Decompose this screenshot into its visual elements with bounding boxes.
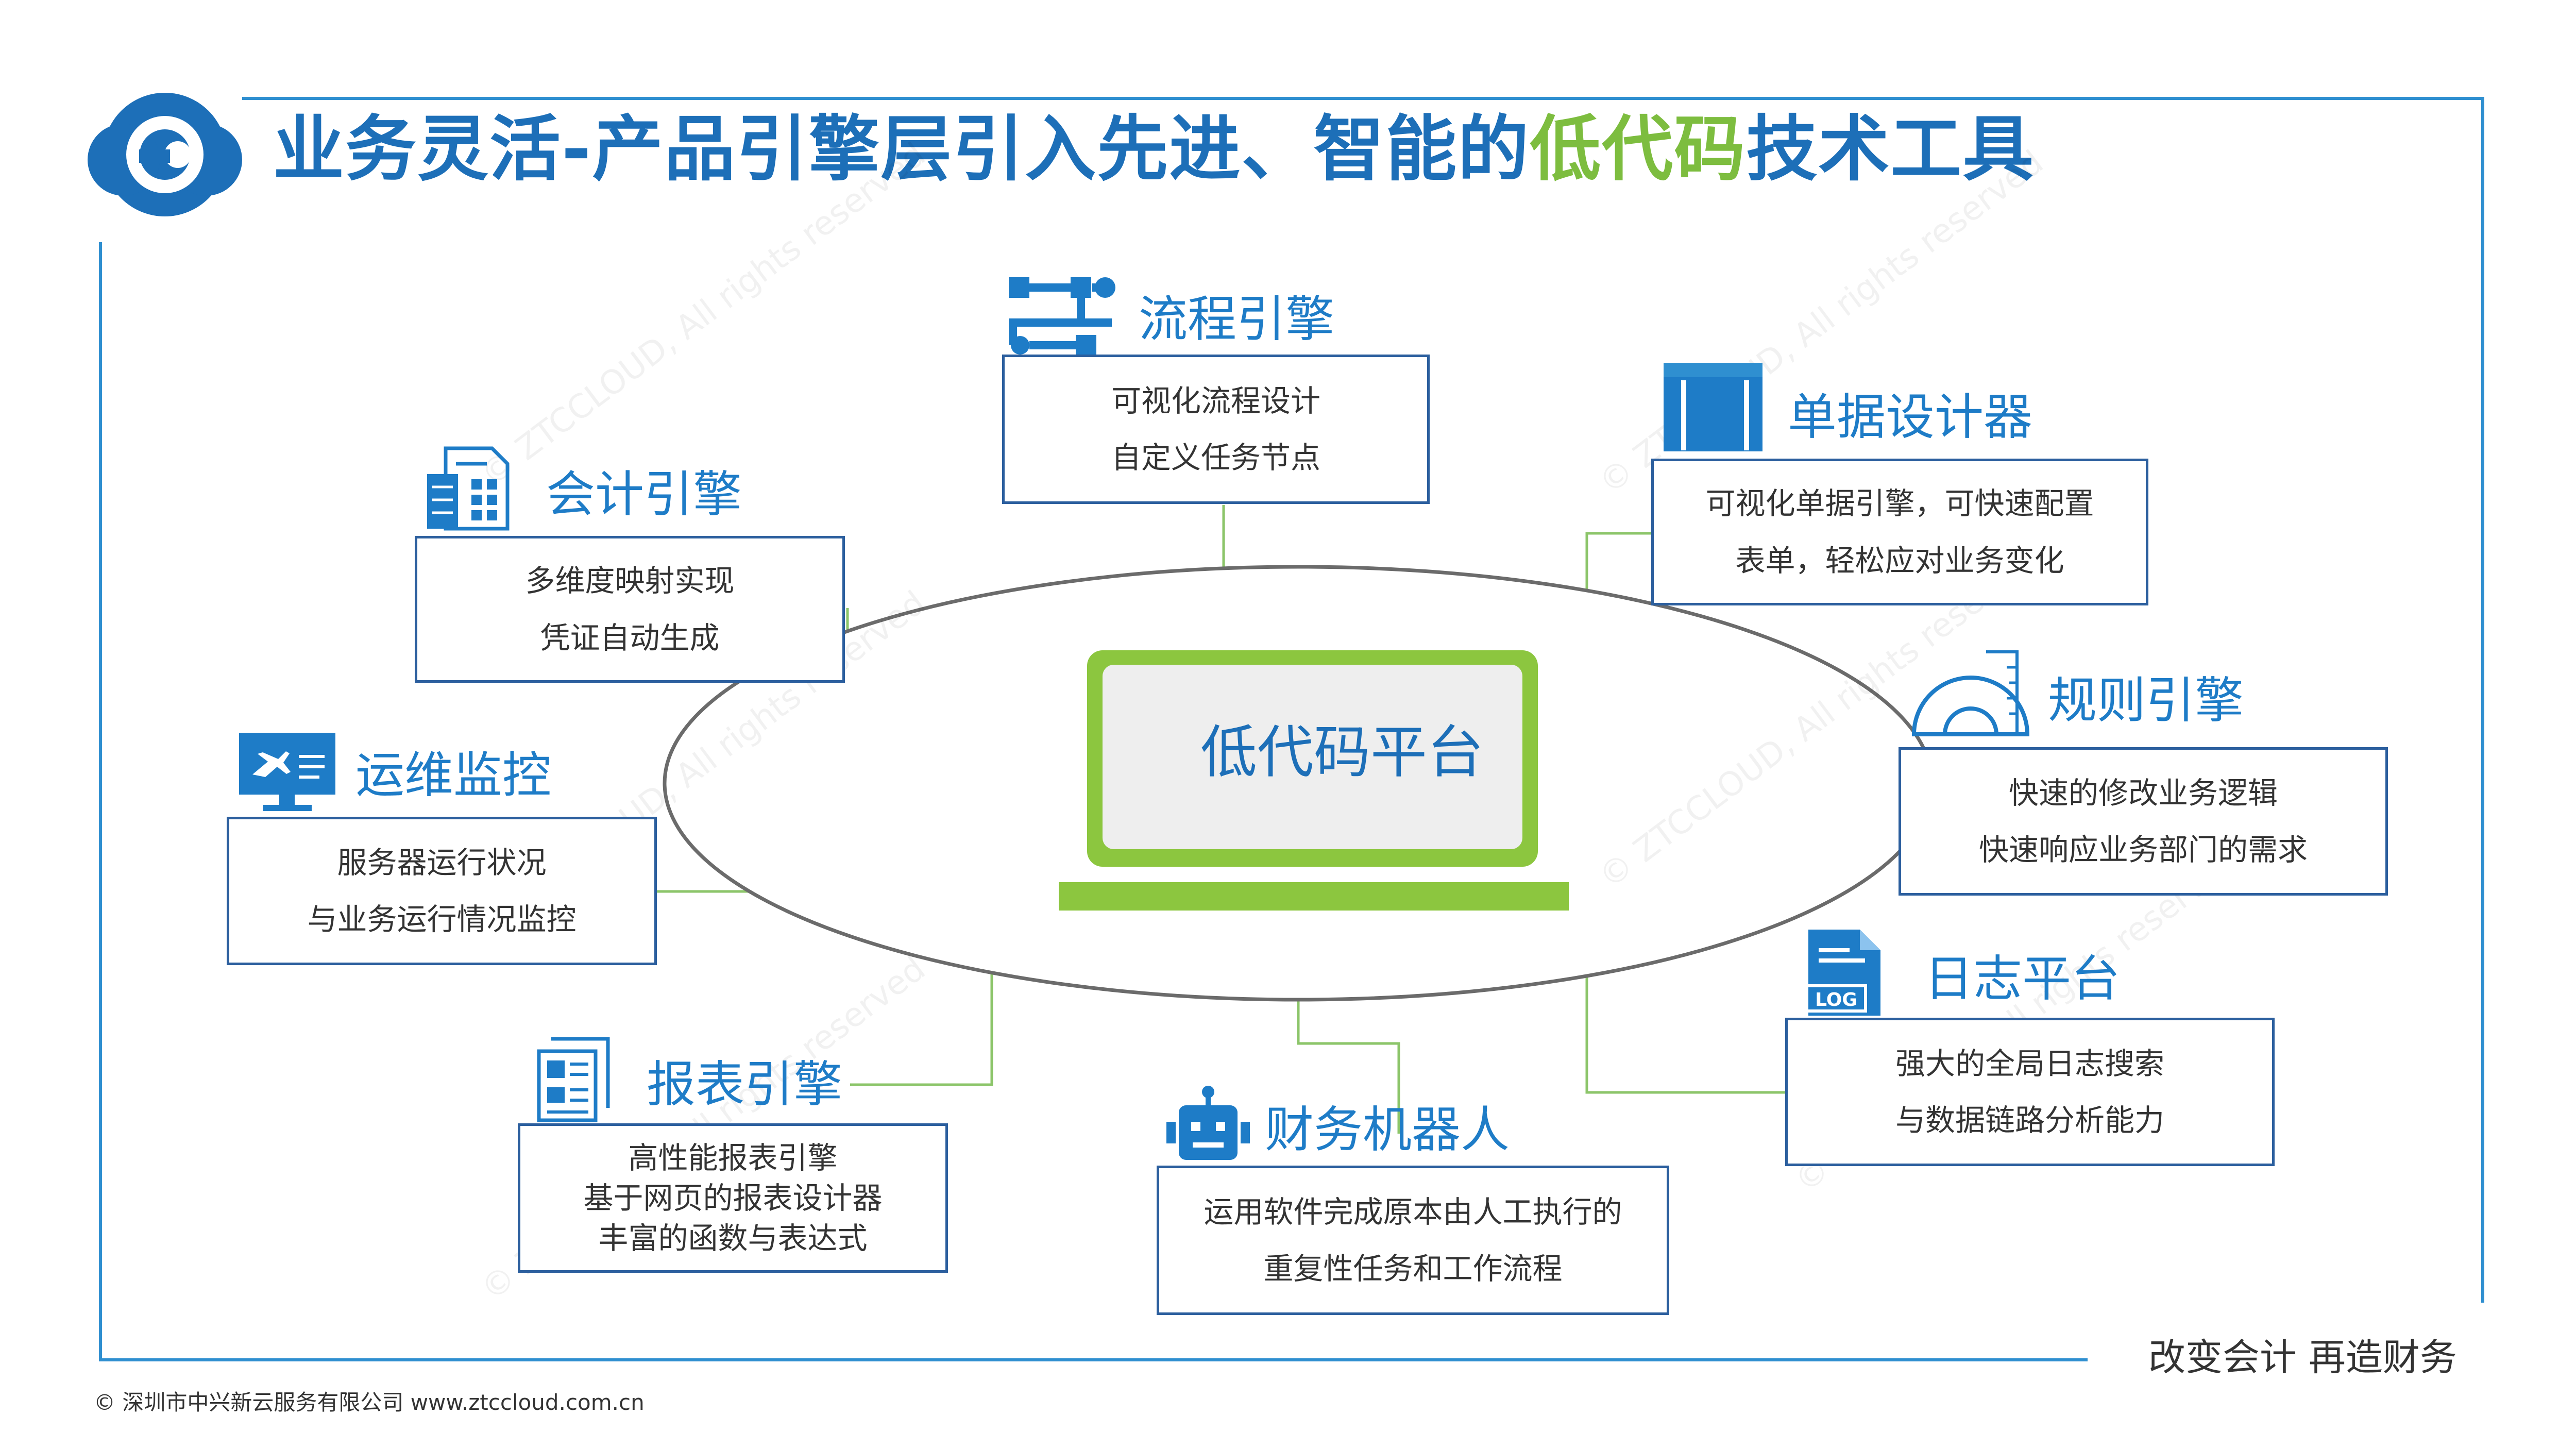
- frame-right-line: [2481, 97, 2484, 1303]
- log-file-icon: LOG: [1805, 930, 1880, 1016]
- node-accounting-line-1: 多维度映射实现: [525, 563, 735, 599]
- node-form-box: 可视化单据引擎，可快速配置 表单，轻松应对业务变化: [1651, 459, 2148, 605]
- node-report-box: 高性能报表引擎 基于网页的报表设计器 丰富的函数与表达式: [518, 1123, 948, 1273]
- node-rules-title: 规则引擎: [2048, 672, 2244, 729]
- frame-top-line: [242, 97, 2483, 100]
- node-rules-box: 快速的修改业务逻辑 快速响应业务部门的需求: [1899, 747, 2388, 896]
- node-report-title: 报表引擎: [647, 1056, 843, 1113]
- node-robot-title: 财务机器人: [1265, 1102, 1510, 1158]
- node-robot-line-2: 重复性任务和工作流程: [1263, 1251, 1563, 1286]
- node-form-line-2: 表单，轻松应对业务变化: [1735, 543, 2064, 578]
- ruler-protractor-icon: [1911, 650, 2030, 736]
- node-form-line-1: 可视化单据引擎，可快速配置: [1705, 486, 2094, 521]
- frame-left-line: [99, 242, 102, 1360]
- workflow-icon: [1009, 277, 1115, 356]
- node-rules-line-1: 快速的修改业务逻辑: [2008, 775, 2278, 811]
- node-report-line-1: 高性能报表引擎: [628, 1140, 838, 1175]
- node-process-line-2: 自定义任务节点: [1111, 440, 1320, 475]
- connector-log: [1585, 964, 1788, 1094]
- document-book-icon: [1664, 363, 1762, 451]
- log-icon-text: LOG: [1815, 989, 1857, 1010]
- node-report-line-3: 丰富的函数与表达式: [598, 1221, 868, 1256]
- accounting-sheet-icon: [427, 446, 510, 531]
- page-title: 业务灵活-产品引擎层引入先进、智能的低代码技术工具: [273, 108, 2035, 191]
- node-robot-line-1: 运用软件完成原本由人工执行的: [1204, 1194, 1622, 1229]
- node-log-box: 强大的全局日志搜索 与数据链路分析能力: [1785, 1018, 2275, 1166]
- node-process-title: 流程引擎: [1139, 291, 1335, 348]
- node-ops-box: 服务器运行状况 与业务运行情况监控: [227, 817, 657, 965]
- node-accounting-line-2: 凭证自动生成: [540, 620, 720, 655]
- node-log-line-2: 与数据链路分析能力: [1895, 1103, 2164, 1138]
- node-process-line-1: 可视化流程设计: [1111, 383, 1320, 418]
- laptop-base: [1059, 882, 1569, 911]
- node-ops-line-1: 服务器运行状况: [337, 845, 547, 880]
- title-highlight: 低代码: [1530, 108, 1747, 191]
- report-sheet-icon: [537, 1037, 610, 1122]
- node-form-title: 单据设计器: [1788, 389, 2033, 446]
- node-ops-title: 运维监控: [355, 747, 552, 804]
- center-label: 低代码平台: [1200, 719, 1484, 785]
- node-log-title: 日志平台: [1924, 951, 2121, 1007]
- node-report-line-2: 基于网页的报表设计器: [583, 1180, 883, 1216]
- footer-copyright: © 深圳市中兴新云服务有限公司 www.ztccloud.com.cn: [94, 1390, 645, 1415]
- node-log-line-1: 强大的全局日志搜索: [1895, 1046, 2164, 1081]
- node-accounting-box: 多维度映射实现 凭证自动生成: [415, 536, 845, 683]
- monitor-icon: [239, 733, 335, 811]
- slogan: 改变会计 再造财务: [2148, 1336, 2457, 1379]
- node-rules-line-2: 快速响应业务部门的需求: [1978, 832, 2308, 867]
- node-ops-line-2: 与业务运行情况监控: [307, 902, 577, 937]
- node-accounting-title: 会计引擎: [546, 466, 742, 523]
- node-robot-box: 运用软件完成原本由人工执行的 重复性任务和工作流程: [1157, 1166, 1669, 1315]
- node-process-box: 可视化流程设计 自定义任务节点: [1002, 355, 1430, 504]
- laptop-screen-inner: [1103, 665, 1522, 849]
- frame-bottom-line: [99, 1358, 2088, 1361]
- cloud-logo-icon: [88, 93, 242, 216]
- connector-robot: [1297, 1000, 1400, 1134]
- robot-icon: [1166, 1086, 1250, 1160]
- connector-report: [850, 943, 993, 1086]
